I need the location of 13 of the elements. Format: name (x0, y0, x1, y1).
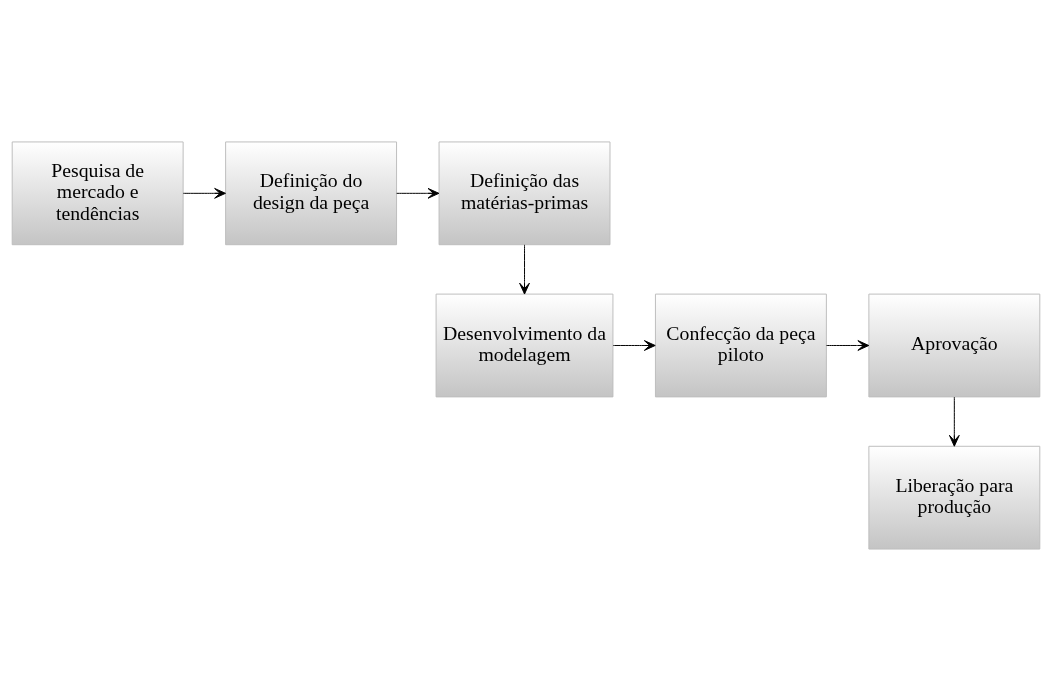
arrow (182, 187, 226, 199)
arrow (612, 340, 656, 351)
node-box: Desenvolvimento da modelagem (435, 293, 614, 398)
node-box: Definição das matérias-primas (438, 141, 611, 246)
arrow (948, 396, 960, 447)
arrow (519, 244, 530, 295)
node-box: Liberação para produção (868, 445, 1041, 550)
arrow (826, 340, 870, 351)
node-box: Pesquisa de mercado e tendências (11, 141, 184, 246)
arrow (396, 187, 440, 199)
node-box: Aprovação (868, 293, 1041, 398)
node-box: Confecção da peça piloto (654, 293, 827, 398)
node-box: Definição do design da peça (225, 141, 398, 246)
